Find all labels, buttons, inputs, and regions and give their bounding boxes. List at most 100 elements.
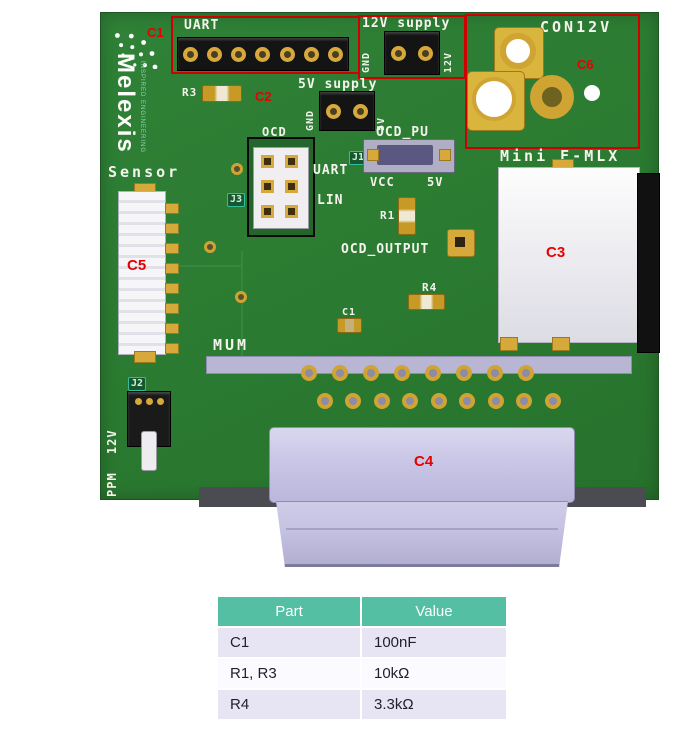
table-row: R4 3.3kΩ bbox=[218, 690, 506, 721]
switch-contact bbox=[145, 398, 153, 405]
pad bbox=[500, 337, 518, 351]
pin bbox=[165, 263, 179, 274]
pin bbox=[394, 365, 410, 433]
gnd-label: GND bbox=[305, 109, 316, 131]
annotation-c1: C1 bbox=[147, 25, 164, 40]
connector-c4 bbox=[269, 427, 575, 503]
annotation-box-con12v bbox=[465, 14, 640, 149]
j1-shunt bbox=[377, 145, 433, 165]
pin bbox=[374, 393, 390, 435]
part-cell: R1, R3 bbox=[218, 659, 362, 690]
pin bbox=[439, 149, 451, 161]
con12v-hole bbox=[500, 33, 536, 69]
pin bbox=[165, 343, 179, 354]
pin bbox=[231, 46, 247, 62]
pin bbox=[353, 103, 368, 119]
pad bbox=[134, 351, 156, 363]
via bbox=[235, 291, 247, 303]
ocd-label: OCD bbox=[262, 125, 287, 139]
melexis-logo-dots-icon bbox=[115, 33, 158, 69]
mini-emlx-label: Mini E-MLX bbox=[500, 147, 621, 165]
pin bbox=[165, 243, 179, 254]
supply-12v-header bbox=[384, 31, 440, 75]
melexis-tagline: INSPIRED ENGINEERING bbox=[139, 61, 145, 154]
pin bbox=[165, 223, 179, 234]
pin bbox=[328, 46, 344, 62]
con12v-ring-pad bbox=[530, 75, 574, 119]
table-header-row: Part Value bbox=[218, 597, 506, 628]
resistor-r4 bbox=[408, 294, 445, 310]
pin bbox=[261, 205, 274, 218]
pcb-board: Melexis INSPIRED ENGINEERING Sensor C1 U… bbox=[100, 12, 660, 567]
melexis-logo: Melexis bbox=[112, 53, 139, 154]
connector-c3-edge bbox=[637, 173, 660, 353]
resistor-r3 bbox=[202, 85, 242, 102]
vcc-label: VCC bbox=[370, 175, 395, 189]
pin bbox=[279, 46, 295, 62]
pin bbox=[456, 365, 472, 433]
lin-select-label: LIN bbox=[317, 193, 344, 208]
pin bbox=[345, 393, 361, 435]
resistor-r1 bbox=[398, 197, 416, 235]
pin bbox=[431, 393, 447, 435]
pin bbox=[367, 149, 379, 161]
pin bbox=[391, 45, 406, 61]
ocd-pu-label: OCD_PU bbox=[376, 125, 429, 140]
pin bbox=[285, 205, 298, 218]
pin bbox=[332, 365, 348, 433]
j3-designator: J3 bbox=[227, 193, 246, 207]
uart-select-label: UART bbox=[313, 163, 349, 178]
12v-label: 12V bbox=[443, 51, 454, 73]
part-cell: C1 bbox=[218, 628, 362, 659]
connector-c4-flange bbox=[206, 356, 632, 374]
ocd-output-label: OCD_OUTPUT bbox=[341, 242, 430, 257]
con12v-hole bbox=[472, 77, 516, 121]
pin bbox=[363, 365, 379, 433]
pin bbox=[301, 365, 317, 433]
annotation-c6: C6 bbox=[577, 57, 594, 72]
switch-lever bbox=[141, 431, 157, 471]
switch-contact bbox=[156, 398, 164, 405]
pin bbox=[326, 103, 341, 119]
annotation-c5: C5 bbox=[127, 257, 147, 274]
table-row: R1, R3 10kΩ bbox=[218, 659, 506, 690]
pin bbox=[516, 393, 532, 435]
connector-c5 bbox=[118, 191, 166, 355]
connector-c4-bottom bbox=[275, 501, 569, 567]
pin bbox=[165, 323, 179, 334]
sensor-label: Sensor bbox=[108, 163, 181, 181]
via bbox=[231, 163, 243, 175]
j2-designator: J2 bbox=[128, 377, 147, 391]
annotation-c3: C3 bbox=[546, 244, 566, 261]
connector-c3 bbox=[498, 167, 640, 343]
annotation-c2: C2 bbox=[255, 89, 272, 104]
pin bbox=[261, 155, 274, 168]
mounting-hole bbox=[584, 85, 600, 101]
via bbox=[204, 241, 216, 253]
supply-12v-label: 12V supply bbox=[362, 16, 451, 31]
gnd-label: GND bbox=[361, 51, 372, 73]
supply-5v-label: 5V supply bbox=[298, 77, 378, 92]
parts-table: Part Value C1 100nF R1, R3 10kΩ R4 3.3kΩ bbox=[218, 597, 506, 721]
pin bbox=[285, 155, 298, 168]
mum-label: MUM bbox=[213, 336, 250, 354]
uart-header bbox=[177, 37, 349, 71]
table-header-value: Value bbox=[362, 597, 506, 628]
pin bbox=[285, 180, 298, 193]
pin bbox=[545, 393, 561, 435]
pin bbox=[206, 46, 222, 62]
r3-label: R3 bbox=[182, 86, 198, 99]
pin bbox=[165, 283, 179, 294]
c1-silk-label: C1 bbox=[342, 307, 357, 318]
value-cell: 100nF bbox=[362, 628, 506, 659]
pcb-trace bbox=[241, 251, 243, 363]
pin bbox=[487, 365, 503, 433]
connector-seam bbox=[285, 528, 559, 531]
pin bbox=[261, 180, 274, 193]
pin bbox=[165, 203, 179, 214]
pin bbox=[518, 365, 534, 433]
pin bbox=[317, 393, 333, 435]
ocd-output-pad bbox=[447, 229, 475, 257]
pin bbox=[425, 365, 441, 433]
pin bbox=[182, 46, 198, 62]
